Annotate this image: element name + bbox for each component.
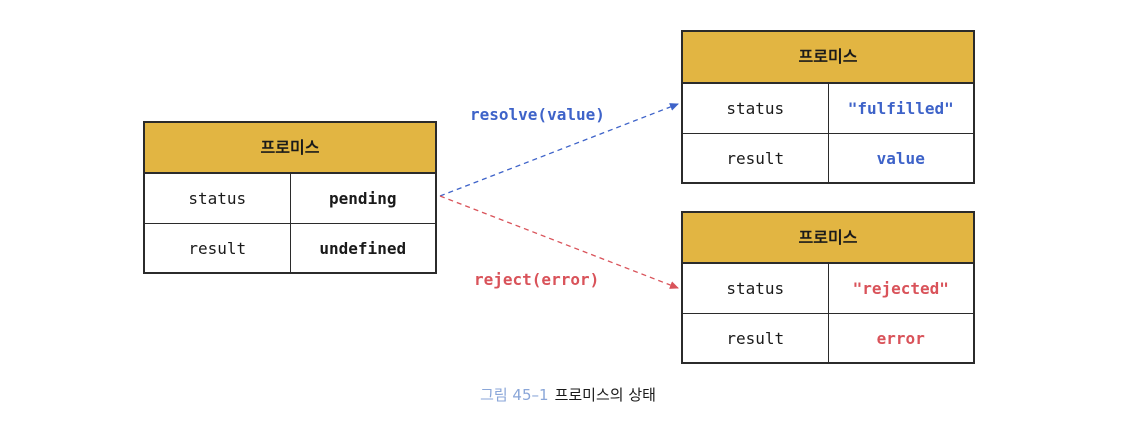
table-row: status "fulfilled" [683,84,973,134]
status-value: "fulfilled" [847,99,954,118]
rejected-promise-table: 프로미스 status "rejected" result error [681,211,975,364]
table-header: 프로미스 [145,123,435,174]
table-row: status pending [145,174,435,224]
table-row: result value [683,134,973,184]
pending-promise-table: 프로미스 status pending result undefined [143,121,437,274]
result-key: result [683,134,829,184]
status-key: status [683,84,829,133]
table-row: status "rejected" [683,264,973,314]
fulfilled-promise-table: 프로미스 status "fulfilled" result value [681,30,975,184]
resolve-arrow [439,103,679,197]
status-value: pending [329,189,397,208]
result-value: error [876,329,925,348]
resolve-label: resolve(value) [470,105,605,124]
result-key: result [683,314,829,364]
result-value: value [876,149,925,168]
table-row: result undefined [145,224,435,274]
table-header: 프로미스 [683,213,973,264]
table-row: result error [683,314,973,364]
status-key: status [145,174,291,223]
result-value: undefined [319,239,407,258]
figure-caption: 그림 45–1 프로미스의 상태 [0,384,1136,405]
figure-number: 그림 45–1 [480,386,549,404]
status-value: "rejected" [852,279,949,298]
result-key: result [145,224,291,274]
figure-title: 프로미스의 상태 [554,386,656,404]
table-header: 프로미스 [683,32,973,84]
reject-arrow [439,195,679,289]
reject-label: reject(error) [474,270,600,289]
status-key: status [683,264,829,313]
